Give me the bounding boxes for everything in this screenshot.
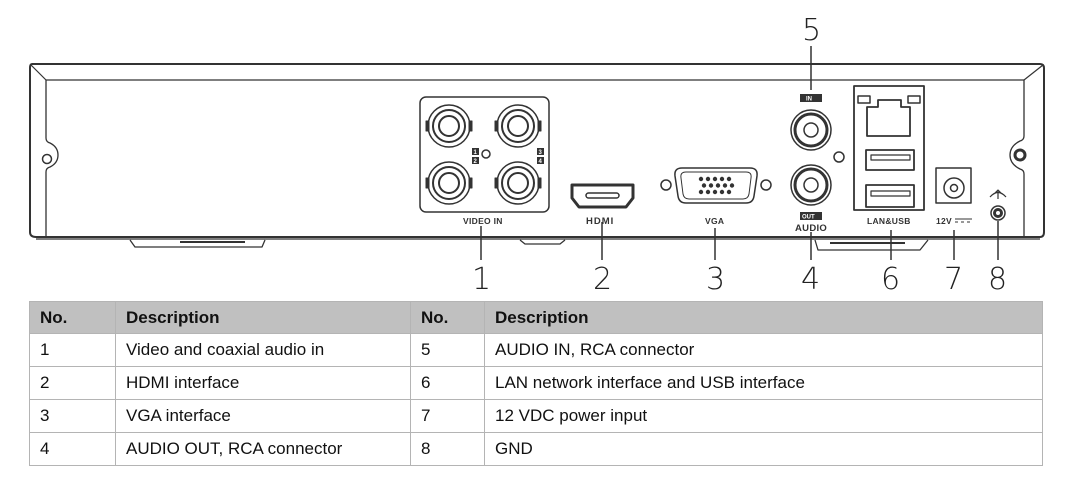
- audio-in-tag: [800, 94, 822, 102]
- svg-text:OUT: OUT: [802, 215, 815, 221]
- svg-text:4: 4: [539, 159, 543, 165]
- header-description: Description: [484, 301, 1043, 334]
- callout-4: 4: [801, 262, 820, 297]
- cell-description: LAN network interface and USB interface: [484, 366, 1043, 400]
- bnc-number-tags: 1 2 3 4: [472, 148, 544, 165]
- callout-6: 6: [881, 262, 900, 297]
- video-in-led: [481, 149, 491, 159]
- audio-led: [833, 151, 845, 163]
- cell-description: 12 VDC power input: [484, 399, 1043, 433]
- svg-text:3: 3: [539, 150, 543, 156]
- header-description: Description: [115, 301, 411, 334]
- video-in-panel: [419, 96, 550, 213]
- bnc-connector-2[interactable]: [425, 161, 473, 205]
- lan-port[interactable]: [857, 95, 921, 137]
- cell-description: VGA interface: [115, 399, 411, 433]
- right-screw-hole: [1013, 148, 1027, 162]
- cell-no: 2: [29, 366, 116, 400]
- cell-description: Video and coaxial audio in: [115, 333, 411, 367]
- cell-description: HDMI interface: [115, 366, 411, 400]
- rear-panel-diagram: 1 2 3 4 IN OUT VIDEO IN HDMI VGA AUDIO L…: [29, 13, 1045, 297]
- power-jack[interactable]: [935, 167, 972, 204]
- callout-5: 5: [802, 13, 821, 48]
- lan-usb-panel: [853, 85, 925, 211]
- cell-no: 6: [410, 366, 485, 400]
- bnc-connector-3[interactable]: [494, 104, 542, 148]
- right-ear-bracket: [1009, 80, 1025, 236]
- chassis-outline: [29, 63, 1045, 238]
- label-hdmi: HDMI: [586, 216, 614, 227]
- header-no: No.: [29, 301, 116, 334]
- usb-port-1[interactable]: [865, 149, 915, 171]
- left-ear-bracket: [45, 80, 59, 236]
- gnd-terminal[interactable]: [990, 205, 1006, 221]
- cell-no: 3: [29, 399, 116, 433]
- bnc-connector-4[interactable]: [494, 161, 542, 205]
- audio-out-tag: [800, 212, 822, 220]
- callout-1: 1: [472, 262, 491, 297]
- callout-8: 8: [988, 262, 1007, 297]
- vga-pins: [698, 176, 735, 195]
- hdmi-port[interactable]: [570, 183, 635, 209]
- foot-left: [129, 239, 266, 248]
- table-row: 3 VGA interface 7 12 VDC power input: [29, 399, 1043, 433]
- callout-2: 2: [593, 262, 612, 297]
- usb-port-2[interactable]: [865, 184, 915, 208]
- ground-symbol-icon: [989, 189, 1007, 199]
- vga-port[interactable]: [660, 167, 772, 204]
- svg-text:2: 2: [474, 159, 478, 165]
- interface-description-table: No. Description No. Description 1 Video …: [29, 301, 1043, 466]
- table-header-row: No. Description No. Description: [29, 301, 1043, 334]
- label-vga: VGA: [705, 216, 724, 226]
- svg-text:1: 1: [474, 150, 478, 156]
- label-video-in: VIDEO IN: [463, 216, 503, 226]
- table-row: 1 Video and coaxial audio in 5 AUDIO IN,…: [29, 333, 1043, 367]
- foot-right: [814, 239, 929, 251]
- cell-no: 5: [410, 333, 485, 367]
- label-lan-usb: LAN&USB: [867, 216, 911, 226]
- table-row: 2 HDMI interface 6 LAN network interface…: [29, 366, 1043, 400]
- label-audio: AUDIO: [795, 223, 827, 234]
- callout-7: 7: [944, 262, 963, 297]
- cell-description: GND: [484, 432, 1043, 466]
- header-no: No.: [410, 301, 485, 334]
- cell-description: AUDIO IN, RCA connector: [484, 333, 1043, 367]
- cell-no: 8: [410, 432, 485, 466]
- dc-symbol-icon: [955, 218, 972, 223]
- callout-3: 3: [706, 262, 725, 297]
- svg-text:IN: IN: [806, 97, 812, 103]
- table-row: 4 AUDIO OUT, RCA connector 8 GND: [29, 432, 1043, 466]
- audio-out-rca[interactable]: [790, 164, 832, 206]
- cell-description: AUDIO OUT, RCA connector: [115, 432, 411, 466]
- audio-in-rca[interactable]: [790, 109, 832, 151]
- bnc-connector-1[interactable]: [425, 104, 473, 148]
- left-screw-hole: [41, 153, 53, 165]
- label-12v: 12V: [936, 216, 952, 226]
- cell-no: 1: [29, 333, 116, 367]
- cell-no: 7: [410, 399, 485, 433]
- cell-no: 4: [29, 432, 116, 466]
